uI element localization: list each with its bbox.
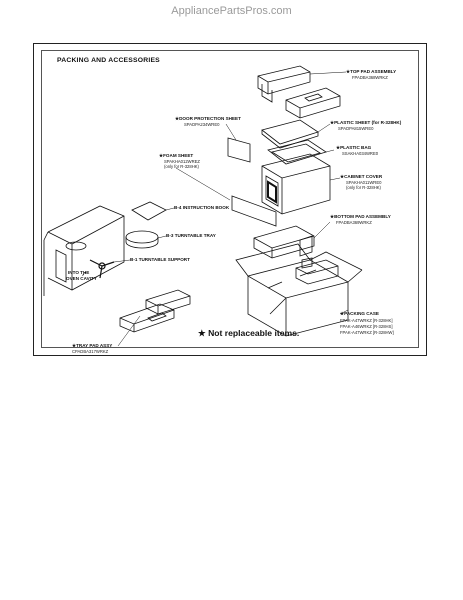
packing-case-drawing xyxy=(235,243,363,337)
top-pad-assembly-drawing xyxy=(257,65,341,119)
tray-pad-assy-label: ★TRAY PAD ASSY xyxy=(72,343,113,348)
instruction-book-drawing xyxy=(131,201,167,221)
into-cavity-line2: OVEN CAVITY xyxy=(66,276,97,281)
instruction-book-name: INSTRUCTION BOOK xyxy=(182,205,230,210)
top-pad-assembly-label: ★TOP PAD ASSEMBLY xyxy=(346,69,397,74)
plastic-sheet-part: SPADPA815WRE0 xyxy=(338,126,374,131)
foam-sheet-label: ★FOAM SHEET xyxy=(159,153,194,158)
bottom-pad-assembly-drawing xyxy=(253,225,339,285)
packing-case-label: ★PACKING CASE xyxy=(340,311,379,316)
into-cavity-line1: INTO THE xyxy=(68,270,90,275)
tray-pad-assy-part: CPADBA317WRKZ xyxy=(72,349,109,354)
tray-pad-assy-drawing xyxy=(119,289,191,333)
door-protection-sheet-label: ★DOOR PROTECTION SHEET xyxy=(175,116,241,121)
plastic-sheet-drawing xyxy=(261,119,319,149)
packing-case-line3: FPAK-A47WRKZ [R-328HW] xyxy=(340,330,394,335)
turntable-tray-ref: B-3 xyxy=(166,233,174,238)
oven-cavity-drawing xyxy=(43,205,125,296)
plastic-bag-part: SSAKHA034WRE0 xyxy=(342,151,379,156)
top-pad-assembly-part: FPADBA368WRKZ xyxy=(352,75,388,80)
cabinet-cover-part: SPAKHA011WRE0 xyxy=(346,180,382,185)
instruction-book-ref: B-4 xyxy=(174,205,182,210)
turntable-support-name: TURNTABLE SUPPORT xyxy=(138,257,190,262)
turntable-support-ref: B-1 xyxy=(130,257,138,262)
not-replaceable-note: ★ Not replaceable items. xyxy=(198,328,300,338)
door-protection-sheet-part: SPADPA234WRE0 xyxy=(184,122,220,127)
turntable-tray-drawing xyxy=(125,230,159,249)
microwave-oven-drawing xyxy=(261,153,331,215)
door-protection-sheet-drawing xyxy=(227,137,251,163)
foam-sheet-drawing xyxy=(231,195,277,227)
turntable-support-drawing xyxy=(89,259,115,279)
foam-sheet-note: (only for R-328HK) xyxy=(164,164,199,169)
diagram-title: PACKING AND ACCESSORIES xyxy=(57,57,160,64)
plastic-sheet-label: ★PLASTIC SHEET (for R-328HK) xyxy=(330,120,402,125)
diagram-frame xyxy=(33,43,427,356)
turntable-support-label: B-1 TURNTABLE SUPPORT xyxy=(130,257,190,262)
bottom-pad-assembly-part: FPADBA369WRKZ xyxy=(336,220,372,225)
cabinet-cover-note: (only for R-328HK) xyxy=(346,185,381,190)
site-watermark: AppliancePartsPros.com xyxy=(171,5,292,17)
cabinet-cover-label: ★CABINET COVER xyxy=(340,174,383,179)
foam-sheet-part: SPAKHA012WREZ xyxy=(164,159,200,164)
packing-case-line1: FPAK-A47WRKZ [R-328HK] xyxy=(340,318,393,323)
turntable-tray-label: B-3 TURNTABLE TRAY xyxy=(166,233,216,238)
diagram-inner-border xyxy=(41,50,419,348)
turntable-tray-name: TURNTABLE TRAY xyxy=(174,233,216,238)
plastic-bag-label: ★PLASTIC BAG xyxy=(336,145,372,150)
plastic-bag-drawing xyxy=(267,139,327,165)
packing-case-line2: FPAK-A46WRKZ [R-328HS] xyxy=(340,324,393,329)
bottom-pad-assembly-label: ★BOTTOM PAD ASSEMBLY xyxy=(330,214,391,219)
instruction-book-label: B-4 INSTRUCTION BOOK xyxy=(174,205,229,210)
